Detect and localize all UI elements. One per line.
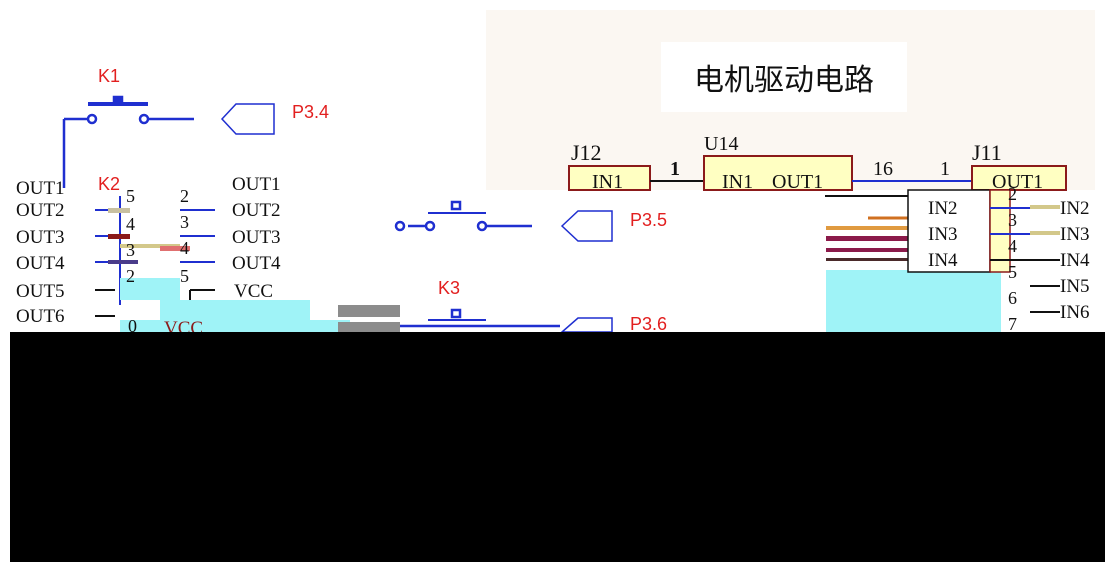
j11-ref: J11 — [972, 140, 1002, 165]
left-net-out6: OUT6 — [16, 306, 65, 327]
panel-title: 电机驱动电路 — [694, 64, 874, 97]
grey-bar-2 — [338, 322, 400, 332]
grey-bar-1 — [338, 305, 400, 317]
net-label-p35: P3.5 — [630, 210, 667, 230]
j11-net-in4: IN4 — [1060, 250, 1090, 271]
j11-stub-decor-2 — [1030, 231, 1060, 235]
switch-k1-ref: K1 — [98, 66, 120, 86]
left-net-out4: OUT4 — [16, 253, 65, 274]
right-net-out1: OUT1 — [232, 174, 281, 195]
left-pin-4: 4 — [126, 214, 135, 234]
in-net-box — [907, 189, 991, 273]
switch-k2-symbol — [394, 200, 532, 232]
right-pin-5: 5 — [180, 266, 189, 286]
u14-ref: U14 — [704, 133, 738, 155]
right-net-vcc: VCC — [234, 281, 273, 302]
right-net-out4: OUT4 — [232, 253, 281, 274]
right-pin-3: 3 — [180, 212, 189, 232]
j11-pin-7: 7 — [1008, 314, 1017, 334]
net-label-p36: P3.6 — [630, 314, 667, 334]
switch-k3-ref: K3 — [438, 278, 460, 298]
u14-pin1-number: 1 — [670, 158, 680, 180]
left-pin-0: 0 — [128, 316, 137, 336]
u14-pin16-number: 16 — [873, 158, 893, 180]
left-net-out3: OUT3 — [16, 227, 65, 248]
j11-pin1-number: 1 — [940, 158, 950, 180]
u14-body — [703, 155, 853, 191]
title-box — [661, 42, 907, 112]
j12-ref: J12 — [571, 140, 602, 165]
left-net-out5: OUT5 — [16, 281, 65, 302]
j11-net-in2: IN2 — [1060, 198, 1090, 219]
u14-pin-out1: OUT1 — [772, 171, 823, 193]
switch-k1-symbol — [62, 95, 194, 188]
j12-body — [568, 165, 651, 191]
j12-pin1-label: IN1 — [592, 171, 623, 193]
left-pin-2: 2 — [126, 266, 135, 286]
j11-body — [971, 165, 1067, 191]
left-pin-3: 3 — [126, 240, 135, 260]
j11-stub-decor-1 — [1030, 205, 1060, 209]
right-net-out3: OUT3 — [232, 227, 281, 248]
box-net-in3: IN3 — [928, 224, 958, 245]
left-connector-decor — [108, 208, 350, 332]
net-port-p36 — [560, 317, 613, 333]
left-pin-5: 5 — [126, 186, 135, 206]
j11-pin-5: 5 — [1008, 262, 1017, 282]
box-net-in2: IN2 — [928, 198, 958, 219]
net-port-p35 — [560, 210, 613, 242]
left-net-out2: OUT2 — [16, 200, 65, 221]
switch-k2-ref: K2 — [98, 174, 120, 194]
right-pin-4: 4 — [180, 238, 189, 258]
j11-pin-3: 3 — [1008, 210, 1017, 230]
net-port-p34 — [220, 103, 275, 135]
switch-k3-symbol — [400, 308, 560, 328]
j11-pin-2: 2 — [1008, 184, 1017, 204]
left-net-out1: OUT1 — [16, 178, 65, 199]
j11-pin-4: 4 — [1008, 236, 1017, 256]
j11-pin-column — [989, 189, 1011, 273]
j11-pin-label: OUT1 — [992, 171, 1043, 193]
box-net-in4: IN4 — [928, 250, 958, 271]
right-pin-2: 2 — [180, 186, 189, 206]
net-label-p34: P3.4 — [292, 102, 329, 122]
right-net-out2: OUT2 — [232, 200, 281, 221]
j11-net-in5: IN5 — [1060, 276, 1090, 297]
u14-pin-in1: IN1 — [722, 171, 753, 193]
j11-net-in3: IN3 — [1060, 224, 1090, 245]
j11-pin-6: 6 — [1008, 288, 1017, 308]
occluded-region — [10, 332, 1105, 562]
j11-net-in6: IN6 — [1060, 302, 1090, 323]
